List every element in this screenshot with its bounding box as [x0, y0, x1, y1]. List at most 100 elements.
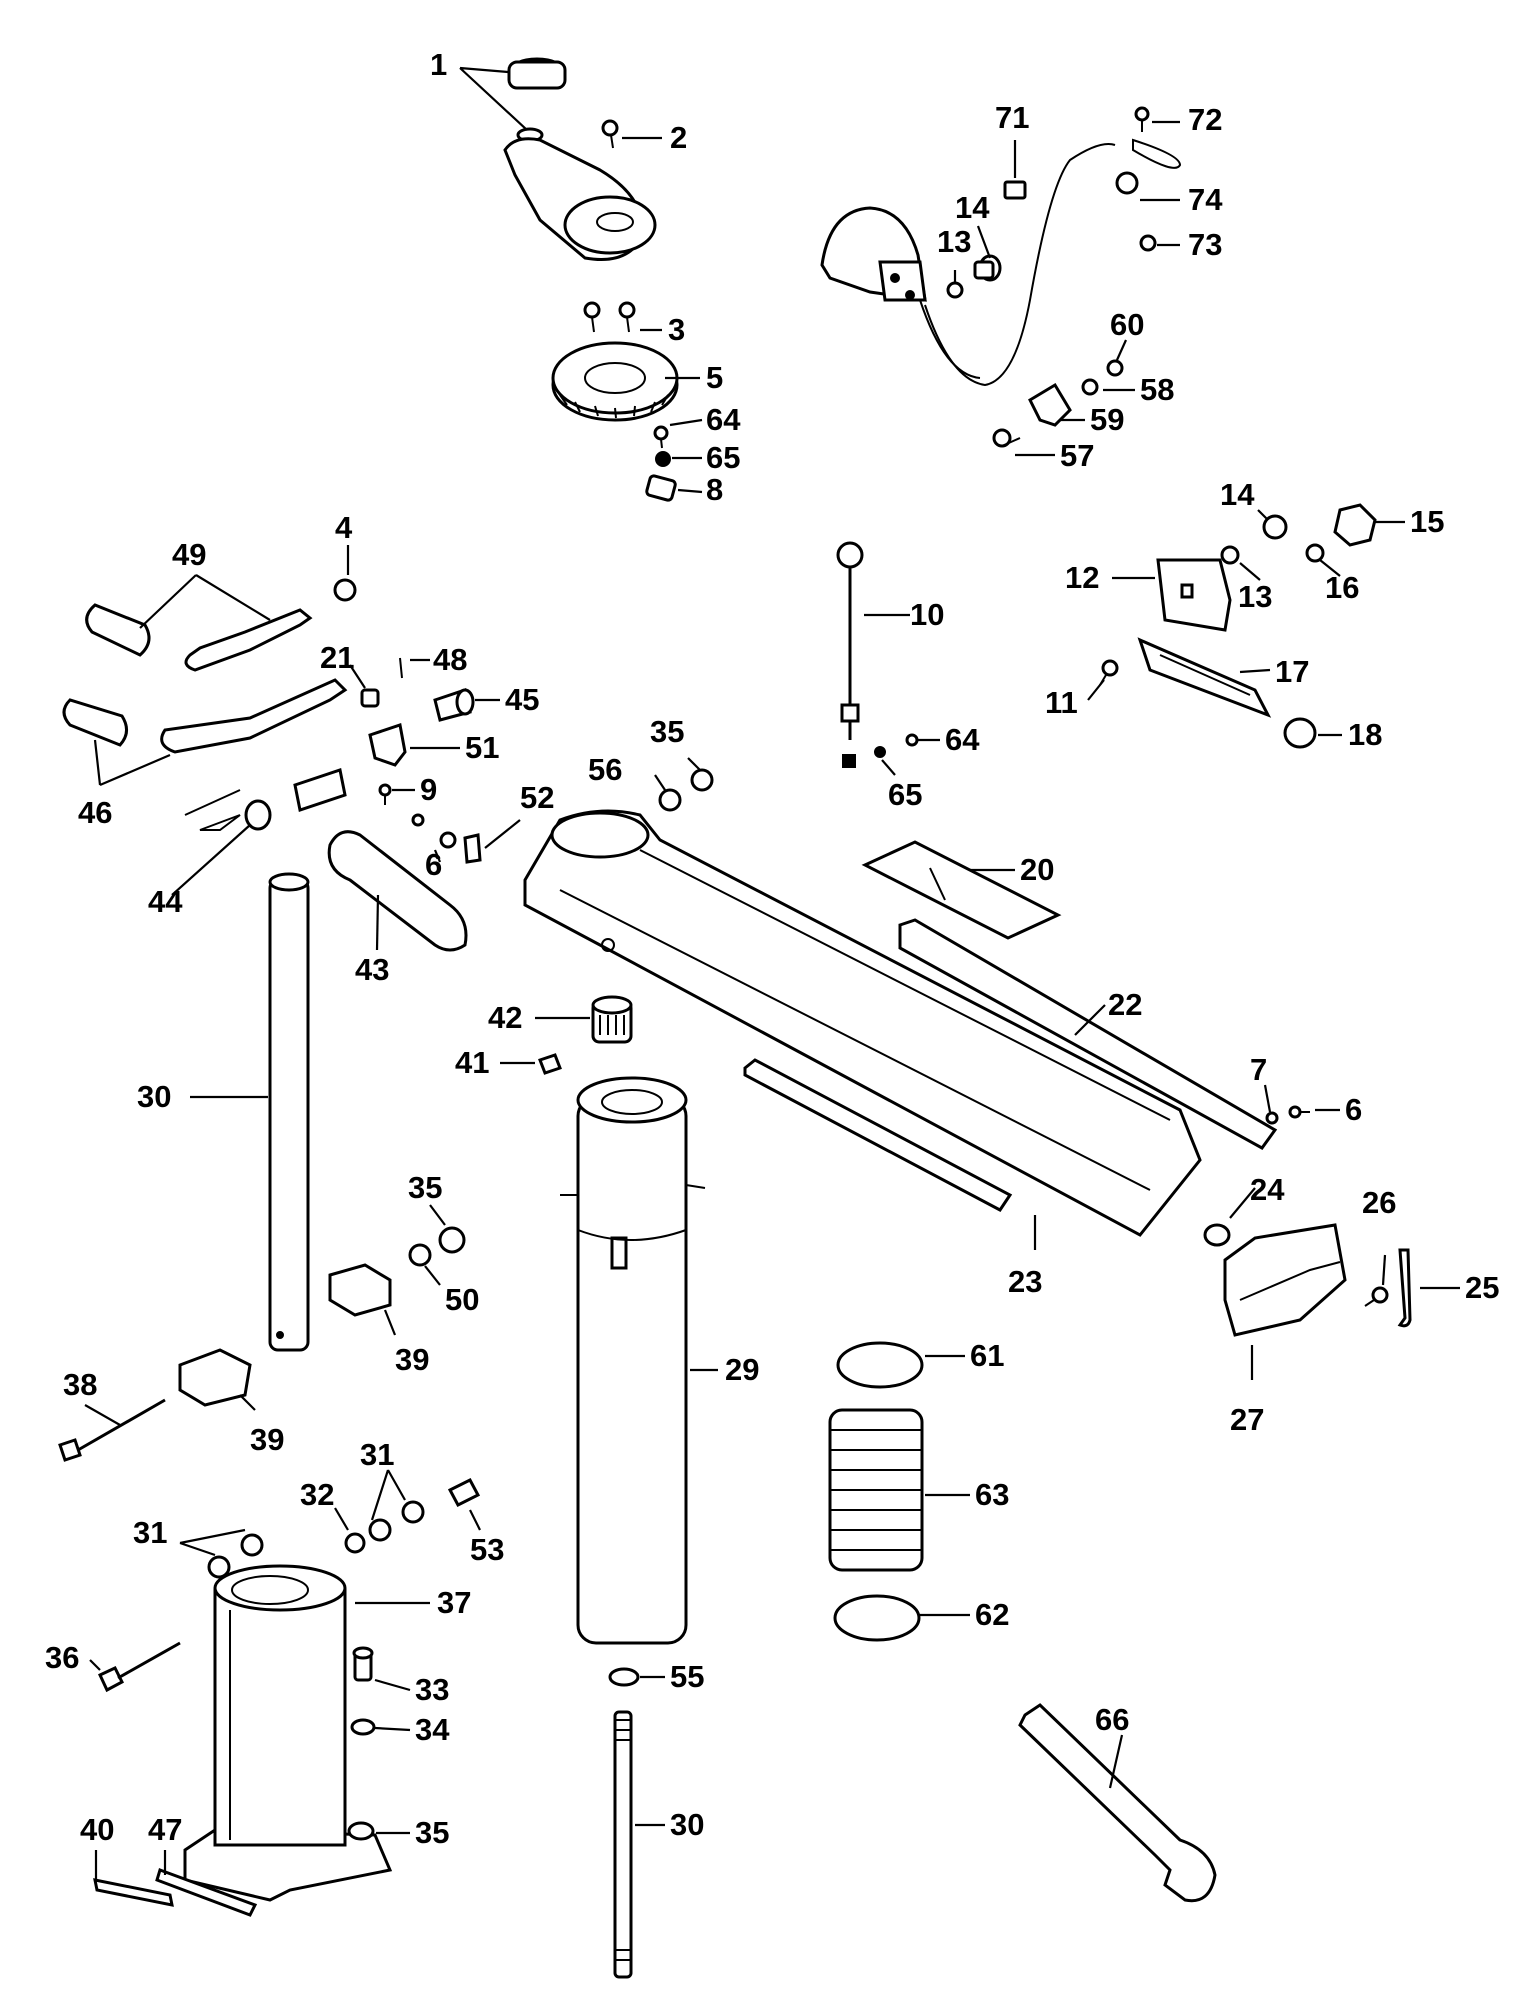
part-number-label: 66	[1095, 1702, 1129, 1737]
part-number-label: 21	[320, 640, 354, 675]
part-nuts-35-50	[408, 1226, 466, 1267]
part-number-label: 30	[137, 1079, 171, 1114]
part-number-label: 33	[415, 1672, 449, 1707]
part-number-label: 53	[470, 1532, 504, 1567]
part-bolt-38	[58, 1398, 166, 1462]
part-number-label: 37	[437, 1585, 471, 1620]
part-number-label: 34	[415, 1712, 450, 1747]
part-number-label: 6	[1345, 1092, 1362, 1127]
part-wrench-43	[327, 830, 468, 952]
part-threaded-rod-30	[608, 1667, 640, 1979]
part-number-label: 1	[430, 47, 447, 82]
part-number-label: 35	[408, 1170, 442, 1205]
part-number-label: 24	[1250, 1172, 1285, 1207]
part-number-label: 45	[505, 682, 539, 717]
part-number-label: 61	[970, 1338, 1004, 1373]
part-number-label: 60	[1110, 307, 1144, 342]
part-number-label: 43	[355, 952, 389, 987]
part-number-label: 22	[1108, 987, 1142, 1022]
part-radial-arm	[523, 809, 1202, 1237]
part-number-label: 71	[995, 100, 1029, 135]
part-number-label: 56	[588, 752, 622, 787]
part-number-label: 14	[1220, 477, 1255, 512]
part-number-label: 9	[420, 772, 437, 807]
part-number-label: 29	[725, 1352, 759, 1387]
part-number-label: 40	[80, 1812, 114, 1847]
part-number-label: 74	[1188, 182, 1223, 217]
part-number-label: 4	[335, 510, 353, 545]
part-number-label: 64	[945, 722, 980, 757]
part-bolt-36	[98, 1641, 181, 1693]
part-number-label: 39	[250, 1422, 284, 1457]
part-number-label: 16	[1325, 570, 1359, 605]
part-bolt-33-washer-34-nut-35	[347, 1646, 376, 1841]
part-number-label: 73	[1188, 227, 1222, 262]
part-strips-40-47	[93, 1868, 258, 1917]
part-number-label: 52	[520, 780, 554, 815]
part-number-label: 27	[1230, 1402, 1264, 1437]
part-screw-2	[601, 119, 619, 149]
leader-lines	[84, 66, 1460, 1880]
part-column-tube-30	[268, 872, 310, 1352]
part-number-label: 38	[63, 1367, 97, 1402]
part-number-label: 31	[133, 1515, 167, 1550]
part-number-label: 17	[1275, 654, 1309, 689]
part-number-label: 18	[1348, 717, 1382, 752]
part-number-label: 36	[45, 1640, 79, 1675]
part-number-label: 8	[706, 472, 723, 507]
part-number-label: 20	[1020, 852, 1054, 887]
part-screw-7-6	[1265, 1105, 1310, 1125]
part-number-label: 13	[1238, 579, 1272, 614]
part-number-label: 51	[465, 730, 499, 765]
part-bellows	[828, 1341, 924, 1642]
part-strip-23	[743, 1058, 1013, 1212]
part-number-label: 41	[455, 1045, 489, 1080]
part-number-label: 2	[670, 120, 687, 155]
part-wrench-66	[1018, 1703, 1217, 1903]
part-track-22	[898, 918, 1278, 1150]
part-number-label: 49	[172, 537, 206, 572]
part-upper-left-hardware	[184, 657, 482, 864]
part-number-label: 50	[445, 1282, 479, 1317]
part-number-label: 55	[670, 1659, 704, 1694]
part-right-clamp-group	[1099, 503, 1377, 749]
part-nuts-35-56	[658, 768, 714, 812]
part-nuts-31-32-53	[207, 1478, 481, 1579]
part-toothed-ring	[551, 341, 679, 422]
part-number-label: 7	[1250, 1052, 1267, 1087]
part-number-label: 13	[937, 224, 971, 259]
part-number-label: 59	[1090, 402, 1124, 437]
part-number-label: 26	[1362, 1185, 1396, 1220]
part-number-label: 3	[668, 312, 685, 347]
part-number-label: 42	[488, 1000, 522, 1035]
part-number-label: 31	[360, 1437, 394, 1472]
part-number-label: 48	[433, 642, 467, 677]
part-number-label: 10	[910, 597, 944, 632]
part-number-label: 63	[975, 1477, 1009, 1512]
part-number-label: 14	[955, 190, 990, 225]
part-number-label: 65	[888, 777, 922, 812]
part-gear-42	[538, 995, 633, 1075]
part-number-label: 30	[670, 1807, 704, 1842]
part-number-label: 64	[706, 402, 741, 437]
part-carriage-block	[1203, 1223, 1412, 1337]
part-column-29	[560, 1076, 706, 1645]
part-number-label: 11	[1045, 685, 1078, 720]
part-number-label: 65	[706, 440, 740, 475]
part-crank-handle	[503, 57, 657, 262]
part-number-label: 62	[975, 1597, 1009, 1632]
part-small-hardware-upper	[645, 425, 677, 502]
part-number-label: 23	[1008, 1264, 1042, 1299]
part-number-label: 39	[395, 1342, 429, 1377]
part-number-label: 5	[706, 360, 723, 395]
part-hex-keys-49	[85, 578, 357, 672]
part-number-label: 6	[425, 847, 442, 882]
part-number-label: 12	[1065, 560, 1099, 595]
part-cable-housing	[820, 106, 1182, 448]
part-number-label: 25	[1465, 1270, 1499, 1305]
part-label-plate-20	[861, 840, 1062, 940]
part-screws-3	[583, 301, 636, 333]
part-number-label: 44	[148, 884, 183, 919]
